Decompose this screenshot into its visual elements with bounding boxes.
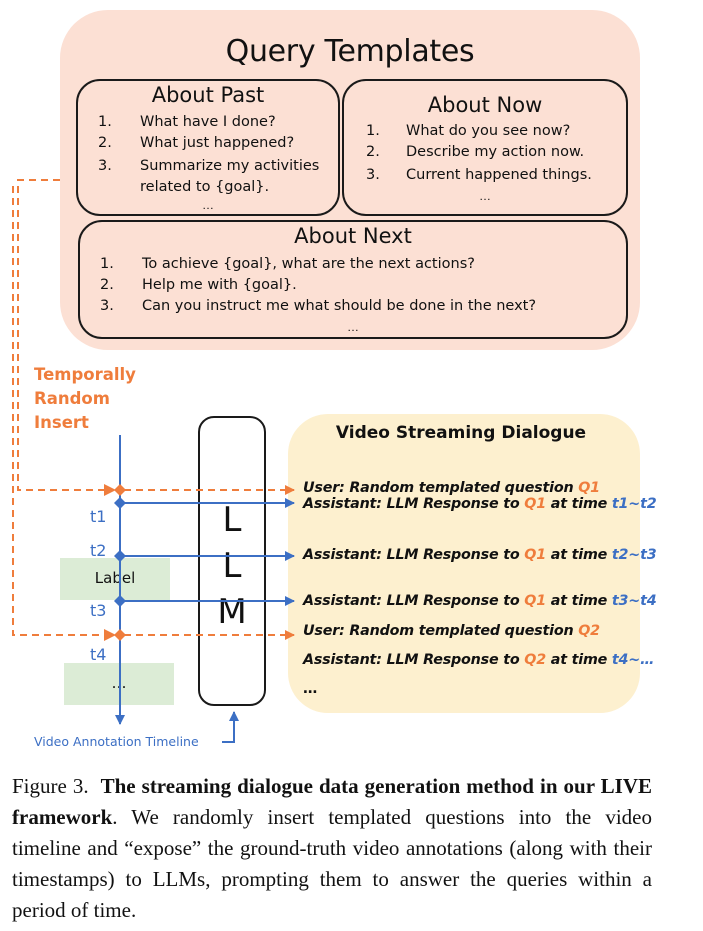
list-number: 1. [98,114,112,130]
video-timeline [115,435,295,743]
dialogue-title: Video Streaming Dialogue [335,423,587,443]
time-range: t2~t3 [611,547,657,563]
insert-arrowhead [104,484,116,496]
question-id: Q2 [524,652,546,668]
dialogue-text: at time [545,496,612,512]
list-item: What do you see now? [406,123,571,139]
question-id: Q1 [524,496,546,512]
insert-label-line: Random [34,389,110,408]
about-now-title: About Now [427,93,543,117]
list-number: 2. [98,135,112,151]
question-id: Q1 [524,593,546,609]
insert-arrowhead [104,629,116,641]
dialogue-text: at time [545,652,612,668]
figure-caption: Figure 3. The streaming dialogue data ge… [12,771,652,926]
list-item: Summarize my activities [140,158,320,174]
annotation-label-box: Label [60,558,170,600]
dialogue-text: at time [545,547,612,563]
dialogue-text: User: Random templated question [303,480,579,496]
dialogue-ellipsis: … [303,681,318,697]
t2-marker [114,550,126,562]
insert-marker-q2 [114,629,126,641]
dialogue-text: at time [545,593,612,609]
annotation-label-text: Label [94,569,136,587]
diagram-connectors [12,179,295,743]
question-id: Q1 [578,480,600,496]
llm-letter: M [217,592,247,632]
about-next-box: About Next 1. To achieve {goal}, what ar… [78,220,628,339]
video-annotation-timeline-label: Video Annotation Timeline [34,734,199,749]
list-item: Current happened things. [406,167,592,183]
insert-line-q1 [17,186,114,491]
figure-label: Figure 3. [12,774,89,798]
dialogue-line-assistant: Assistant: LLM Response to Q1 at time t2… [303,547,657,563]
list-number: 3. [100,298,114,314]
list-item: What just happened? [140,135,295,151]
timestamp-label-t2: t2 [90,541,107,560]
time-range: t1~t2 [611,496,657,512]
caption-bold: The streaming dialogue data generation m… [12,774,653,829]
insert-label-line: Temporally [34,365,136,384]
dialogue-line-assistant: Assistant: LLM Response to Q1 at time t1… [303,496,657,512]
list-item: What have I done? [140,114,276,130]
question-id: Q1 [524,547,546,563]
ellipsis: … [202,198,214,212]
t1-marker [114,497,126,509]
about-past-box: About Past 1. What have I done? 2. What … [76,79,340,216]
ellipsis: … [347,320,359,334]
list-number: 1. [366,123,380,139]
insert-dashed-lines [12,179,295,640]
list-item-continuation: related to {goal}. [140,179,270,195]
timestamp-markers [114,484,126,641]
dialogue-text: Assistant: LLM Response to [303,547,525,563]
dialogue-text: User: Random templated question [303,623,579,639]
about-now-box: About Now 1. What do you see now? 2. Des… [342,79,628,216]
list-number: 3. [366,167,380,183]
dialogue-text: Assistant: LLM Response to [303,593,525,609]
temporally-random-insert-label: Temporally Random Insert [34,363,136,435]
dialogue-text: Assistant: LLM Response to [303,652,525,668]
query-templates-title: Query Templates [225,34,475,69]
llm-box [198,416,266,706]
list-item: Can you instruct me what should be done … [142,298,537,314]
ellipsis: … [479,189,491,203]
list-item: Describe my action now. [406,144,585,160]
insert-label-line: Insert [34,413,89,432]
dialogue-line-user-q2: User: Random templated question Q2 [303,623,600,639]
llm-letter: L [222,500,242,540]
caption-text: . We randomly insert templated questions… [12,805,652,922]
dialogue-line-assistant: Assistant: LLM Response to Q2 at time t4… [303,652,654,668]
dialogue-text: Assistant: LLM Response to [303,496,525,512]
list-number: 1. [100,256,114,272]
list-number: 2. [366,144,380,160]
timeline-to-llm [222,711,239,743]
video-streaming-dialogue-panel [288,414,640,713]
insert-line-q2 [12,186,114,636]
time-range: t3~t4 [611,593,657,609]
insert-marker-q1 [114,484,126,496]
t3-marker [114,595,126,607]
list-item: Help me with {goal}. [142,277,297,293]
about-past-title: About Past [151,83,265,107]
dialogue-line-assistant: Assistant: LLM Response to Q1 at time t3… [303,593,657,609]
timestamp-label-t4: t4 [90,645,107,664]
dialogue-line-user-q1: User: Random templated question Q1 [303,480,600,496]
about-next-title: About Next [294,224,412,248]
list-number: 2. [100,277,114,293]
timestamp-label-t1: t1 [90,507,107,526]
question-id: Q2 [578,623,600,639]
time-range: t4~… [611,652,655,668]
list-number: 3. [98,158,112,174]
list-item: To achieve {goal}, what are the next act… [142,256,475,272]
timestamp-label-t3: t3 [90,601,107,620]
